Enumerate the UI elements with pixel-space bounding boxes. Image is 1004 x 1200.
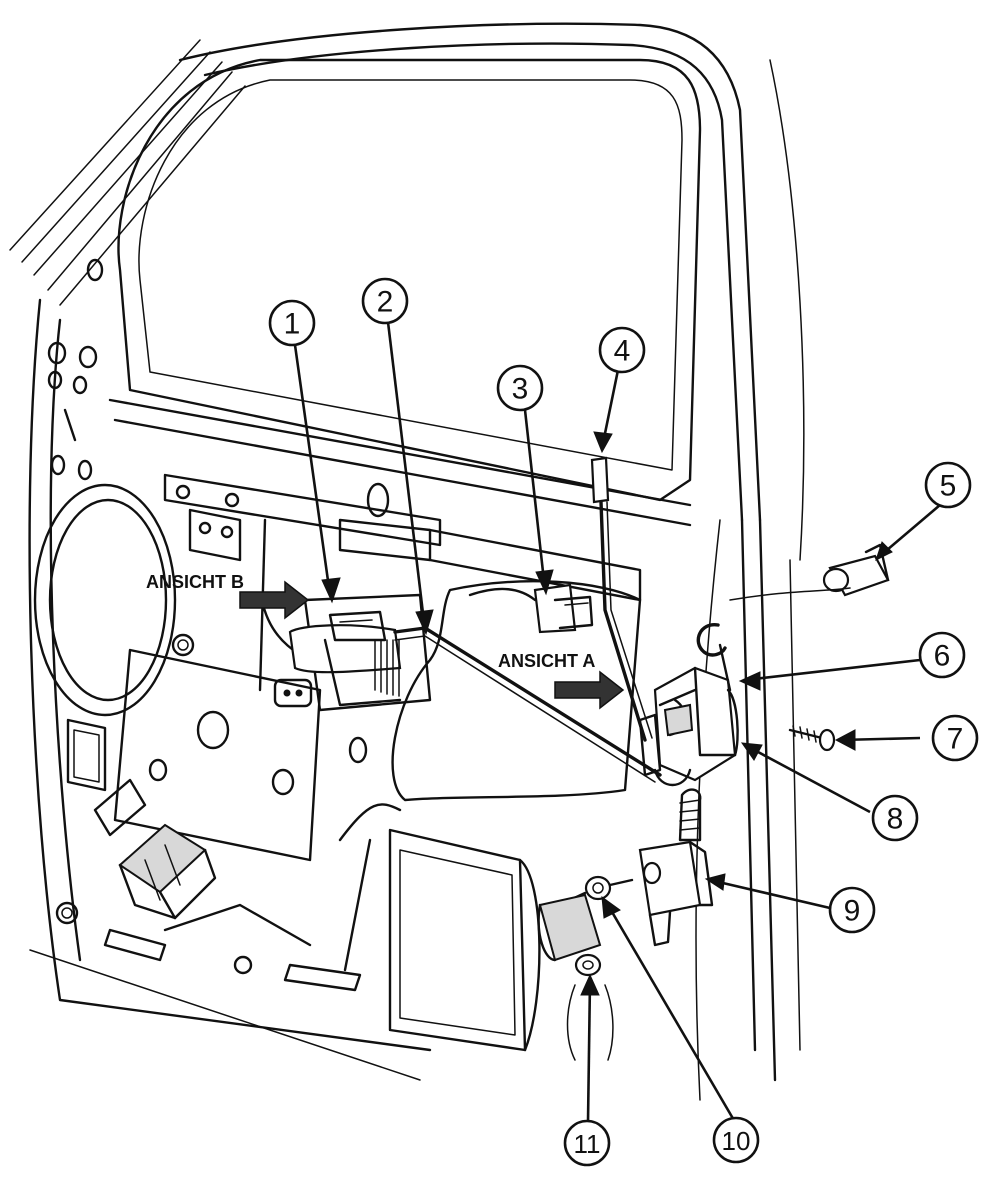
leader-arrowheads (321, 431, 893, 996)
callout-8: 8 (871, 794, 919, 842)
inside-door-handle (288, 593, 432, 712)
view-b-arrow (239, 580, 310, 620)
mounting-screw (566, 953, 614, 1061)
callout-6: 6 (918, 631, 966, 679)
callout-2: 2 (361, 277, 409, 325)
bushing (537, 875, 634, 962)
callout-3: 3 (496, 364, 544, 412)
view-b-label: ANSICHT B (146, 572, 244, 592)
callout-4: 4 (598, 326, 646, 374)
leader-lines (293, 321, 941, 1123)
svg-text:5: 5 (940, 470, 957, 503)
speaker-opening (33, 483, 195, 717)
inner-panel (47, 258, 642, 602)
callout-5: 5 (924, 461, 972, 509)
svg-text:9: 9 (844, 895, 861, 928)
window-opening (108, 58, 702, 527)
door-latch-assembly (638, 643, 739, 787)
callout-1: 1 (268, 299, 316, 347)
svg-text:3: 3 (512, 373, 529, 406)
callout-11: 11 (563, 1119, 611, 1167)
callout-9: 9 (828, 886, 876, 934)
view-a-label: ANSICHT A (498, 651, 595, 671)
door-outer-frame (9, 22, 805, 1101)
svg-text:4: 4 (614, 335, 631, 368)
door-switch (822, 543, 890, 597)
lock-actuator (638, 788, 714, 947)
rod-clip (468, 583, 594, 634)
svg-text:1: 1 (284, 308, 301, 341)
access-cutout (388, 580, 642, 1052)
svg-text:6: 6 (934, 640, 951, 673)
svg-text:8: 8 (887, 803, 904, 836)
svg-text:2: 2 (377, 286, 394, 319)
screw (788, 725, 836, 752)
lock-knob-rod (590, 456, 653, 742)
svg-text:7: 7 (947, 723, 964, 756)
callout-7: 7 (931, 714, 979, 762)
svg-text:11: 11 (574, 1129, 601, 1159)
view-a-arrow (554, 670, 625, 710)
callout-10: 10 (712, 1116, 760, 1164)
svg-text:10: 10 (722, 1126, 751, 1156)
